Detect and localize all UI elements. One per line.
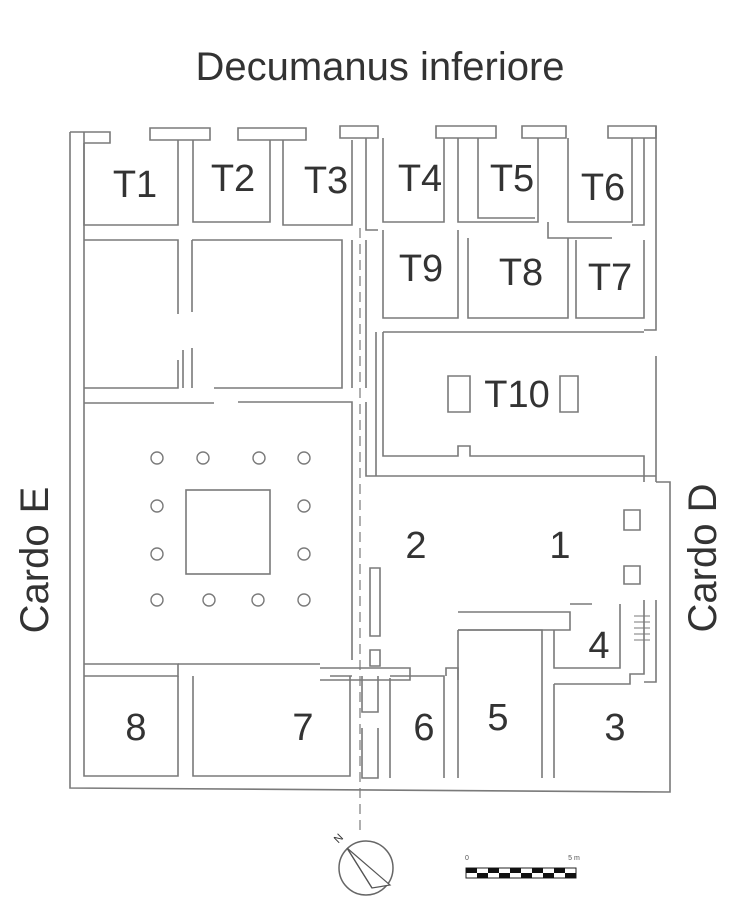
column <box>251 593 265 607</box>
street-label-north: Decumanus inferiore <box>195 45 564 89</box>
room-labels: T1 T2 T3 T4 T5 T6 T9 T8 T7 T10 2 1 4 5 3… <box>113 158 632 749</box>
column <box>202 593 216 607</box>
room-label-t1: T1 <box>113 164 157 206</box>
room-label-7: 7 <box>292 707 313 749</box>
column <box>297 547 311 561</box>
column <box>297 593 311 607</box>
column <box>297 499 311 513</box>
room-label-2: 2 <box>405 525 426 567</box>
room-label-t4: T4 <box>398 158 442 200</box>
scale-end-label: 5 m <box>568 855 580 862</box>
room-label-t10: T10 <box>484 374 549 416</box>
room-label-3: 3 <box>604 707 625 749</box>
column <box>150 451 164 465</box>
column <box>252 451 266 465</box>
column <box>150 499 164 513</box>
room-label-8: 8 <box>125 707 146 749</box>
column <box>150 547 164 561</box>
room-label-t7: T7 <box>588 257 632 299</box>
room-label-t2: T2 <box>211 158 255 200</box>
room-label-1: 1 <box>549 525 570 567</box>
room-label-t3: T3 <box>304 160 348 202</box>
staircase <box>634 615 650 641</box>
scale-start-label: 0 <box>465 855 469 862</box>
street-label-east: Cardo D <box>681 484 725 633</box>
room-label-t5: T5 <box>490 158 534 200</box>
room-label-6: 6 <box>413 707 434 749</box>
room-label-5: 5 <box>487 697 508 739</box>
column <box>196 451 210 465</box>
walls <box>69 125 671 793</box>
column <box>297 451 311 465</box>
column <box>150 593 164 607</box>
room-label-t8: T8 <box>499 252 543 294</box>
north-arrow-icon: N <box>332 832 394 896</box>
street-label-west: Cardo E <box>13 487 57 634</box>
compass-north-label: N <box>332 832 346 846</box>
room-label-t6: T6 <box>581 167 625 209</box>
scale-bar: 0 5 m <box>465 855 580 879</box>
room-label-t9: T9 <box>399 248 443 290</box>
room-label-4: 4 <box>588 625 609 667</box>
peristyle-columns <box>150 451 311 607</box>
